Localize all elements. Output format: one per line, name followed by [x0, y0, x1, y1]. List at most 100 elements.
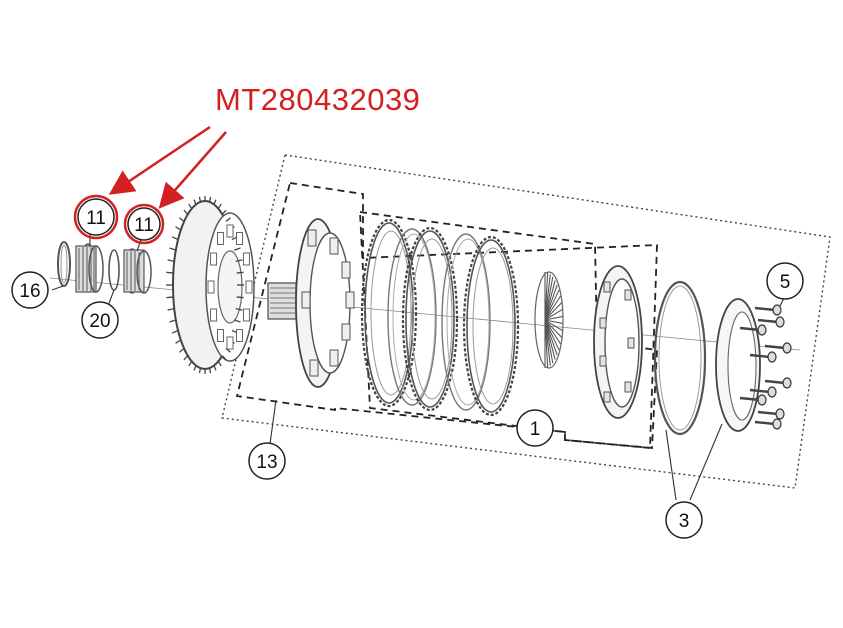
gear-tooth	[188, 361, 193, 367]
bolt-shank	[754, 420, 776, 426]
callout-13: 13	[248, 442, 286, 480]
gear-slot	[242, 308, 250, 322]
friction-plate-face	[370, 230, 412, 396]
hub-post	[309, 359, 319, 377]
gear-tooth	[198, 368, 202, 374]
gear-tooth	[179, 347, 185, 353]
leader-lines	[51, 234, 785, 501]
callout-11-left: 11	[73, 194, 119, 240]
bolt-head	[757, 394, 767, 406]
bolt-shank	[739, 396, 761, 402]
part-number-label: MT280432039	[215, 82, 420, 117]
cover-bolts	[739, 304, 792, 430]
gear-tooth	[208, 368, 212, 374]
svg-text:1: 1	[530, 419, 541, 440]
hub-post	[307, 229, 317, 247]
center-axis-line	[49, 277, 801, 351]
gear-tooth	[183, 209, 189, 215]
pressure-plate	[593, 265, 643, 419]
spring-finger	[544, 319, 560, 351]
steel-plate	[387, 228, 437, 406]
gear-tooth	[233, 247, 241, 251]
gear-tooth	[217, 361, 222, 367]
gear-tooth	[208, 196, 212, 202]
gear-tooth	[236, 296, 244, 299]
steel-plate-inner	[392, 233, 436, 401]
steel-plate-inner	[446, 238, 490, 406]
svg-text:13: 13	[256, 452, 277, 473]
gear-slot	[210, 308, 218, 322]
spring-finger	[544, 308, 563, 321]
bolt-head	[775, 408, 785, 420]
callout-3: 3	[665, 501, 703, 539]
friction-plate	[360, 218, 418, 408]
hub-post	[341, 323, 351, 341]
bolt-head	[775, 316, 785, 328]
highlight-arrow-left	[108, 125, 211, 195]
svg-text:11: 11	[134, 215, 154, 236]
svg-text:11: 11	[86, 208, 106, 229]
friction-plate-inner	[364, 222, 414, 404]
gear-slot	[226, 336, 234, 350]
bolt-head	[767, 386, 777, 398]
steel-plate	[441, 233, 491, 411]
gear-tooth	[221, 355, 227, 361]
gear-tooth	[217, 203, 222, 209]
hub-post	[301, 291, 311, 309]
friction-plate-face	[411, 238, 453, 400]
gear-tooth	[233, 319, 241, 323]
bolt-shank	[764, 344, 786, 350]
hub-post	[345, 291, 355, 309]
bolt-head	[767, 351, 777, 363]
gear-tooth	[169, 319, 177, 323]
gear-tooth	[236, 271, 244, 274]
gear-slot	[210, 252, 218, 266]
callout-20: 20	[81, 301, 119, 339]
gear-tooth	[171, 329, 179, 334]
friction-plate-face	[472, 247, 514, 405]
gear-tooth	[175, 339, 182, 344]
gear-tooth	[169, 247, 177, 251]
diaphragm-spring	[534, 271, 564, 369]
gear-slot	[242, 252, 250, 266]
needle-bearing-11-left	[75, 243, 104, 293]
hub-post	[329, 349, 339, 367]
gasket-ring	[653, 280, 707, 436]
snap-ring-16	[57, 241, 71, 287]
spring-finger	[544, 284, 558, 321]
bolt-shank	[757, 410, 779, 416]
spring-finger	[544, 280, 556, 321]
gear-tooth	[166, 296, 174, 299]
gear-tooth	[167, 259, 175, 262]
friction-plate	[401, 226, 459, 412]
gear-slot	[236, 232, 243, 246]
svg-text:16: 16	[19, 281, 40, 302]
spring-finger	[544, 319, 564, 325]
group-boundary-plates	[359, 210, 658, 449]
callout-1: 1	[516, 409, 554, 447]
bolt-shank	[757, 318, 779, 324]
gear-tooth	[175, 226, 182, 231]
bolt-shank	[764, 379, 786, 385]
callout-16: 16	[11, 271, 49, 309]
svg-text:5: 5	[780, 272, 791, 293]
needle-bearing-11-right	[123, 248, 152, 294]
gear-tooth	[171, 236, 179, 241]
spring-finger	[544, 319, 563, 338]
callout-11-right: 11	[123, 203, 165, 245]
gear-slot	[217, 232, 224, 246]
highlight-arrow-right	[158, 131, 227, 209]
spring-finger	[544, 315, 564, 321]
gear-tooth	[167, 308, 175, 311]
bolt-shank	[749, 388, 771, 394]
spring-finger	[544, 319, 562, 345]
clutch-plate-stack	[360, 218, 520, 417]
hub-post	[341, 261, 351, 279]
gear-slot	[226, 224, 234, 238]
spring-finger	[544, 295, 562, 321]
gear-tooth	[213, 199, 217, 205]
bolt-shank	[739, 326, 761, 332]
primary-driven-gear	[166, 196, 255, 374]
